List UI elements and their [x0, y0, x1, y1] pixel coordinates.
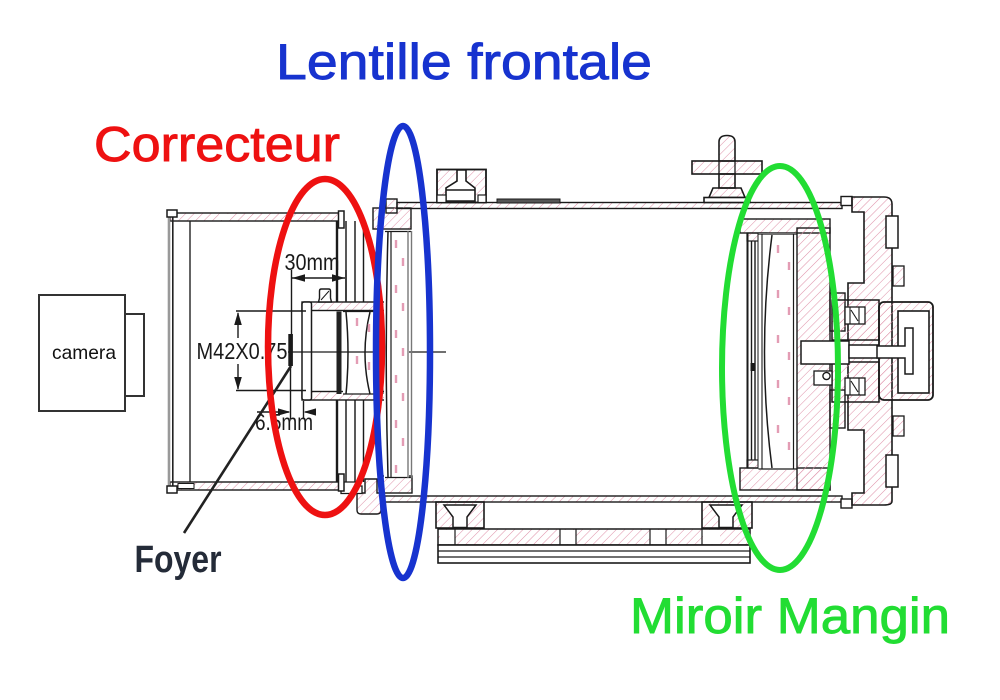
- svg-text:Miroir Mangin: Miroir Mangin: [630, 588, 950, 644]
- svg-text:camera: camera: [52, 342, 116, 364]
- svg-text:6.5mm: 6.5mm: [255, 409, 313, 435]
- svg-text:30mm: 30mm: [285, 249, 340, 275]
- svg-text:Foyer: Foyer: [135, 539, 222, 581]
- svg-text:Correcteur: Correcteur: [94, 118, 340, 172]
- svg-text:Lentille frontale: Lentille frontale: [276, 34, 652, 90]
- svg-text:M42X0.75: M42X0.75: [197, 338, 288, 364]
